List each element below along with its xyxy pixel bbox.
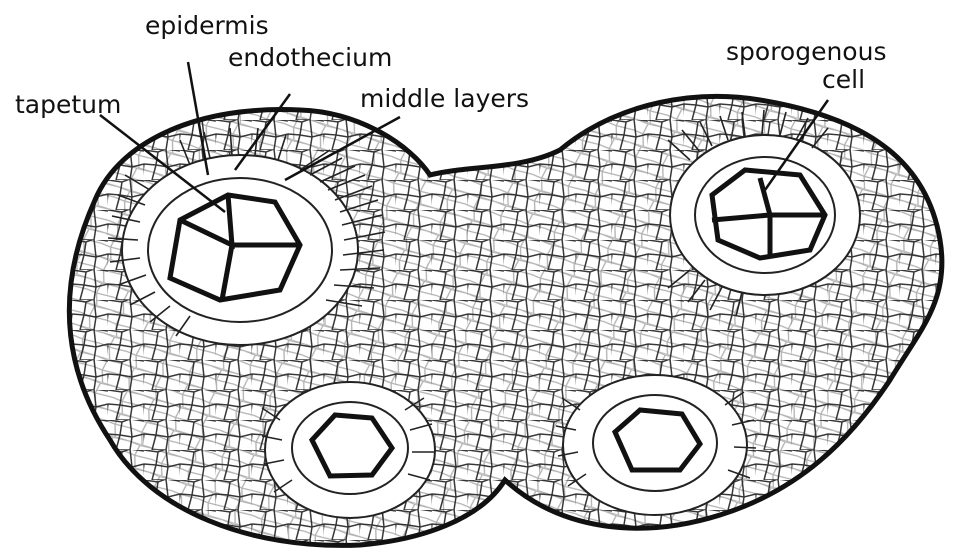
pollen-sac-lower-left (262, 382, 435, 518)
label-tapetum: tapetum (15, 90, 121, 119)
label-endothecium: endothecium (228, 43, 392, 72)
sporogenous-cell-lower-right (615, 410, 700, 470)
label-sporogenous-line1: sporogenous (726, 37, 886, 66)
label-epidermis: epidermis (145, 11, 269, 40)
label-middle-layers: middle layers (360, 84, 529, 113)
label-sporogenous-line2: cell (822, 65, 865, 94)
